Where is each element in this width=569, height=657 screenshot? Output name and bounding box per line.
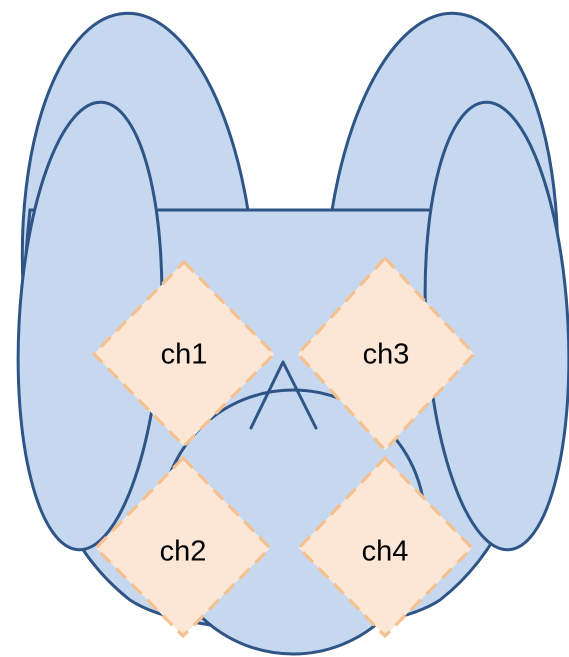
channel-ch4-label: ch4: [362, 536, 409, 568]
channel-ch1-label: ch1: [161, 339, 208, 371]
channel-ch3-label: ch3: [363, 339, 410, 371]
channel-ch2-label: ch2: [160, 536, 207, 568]
